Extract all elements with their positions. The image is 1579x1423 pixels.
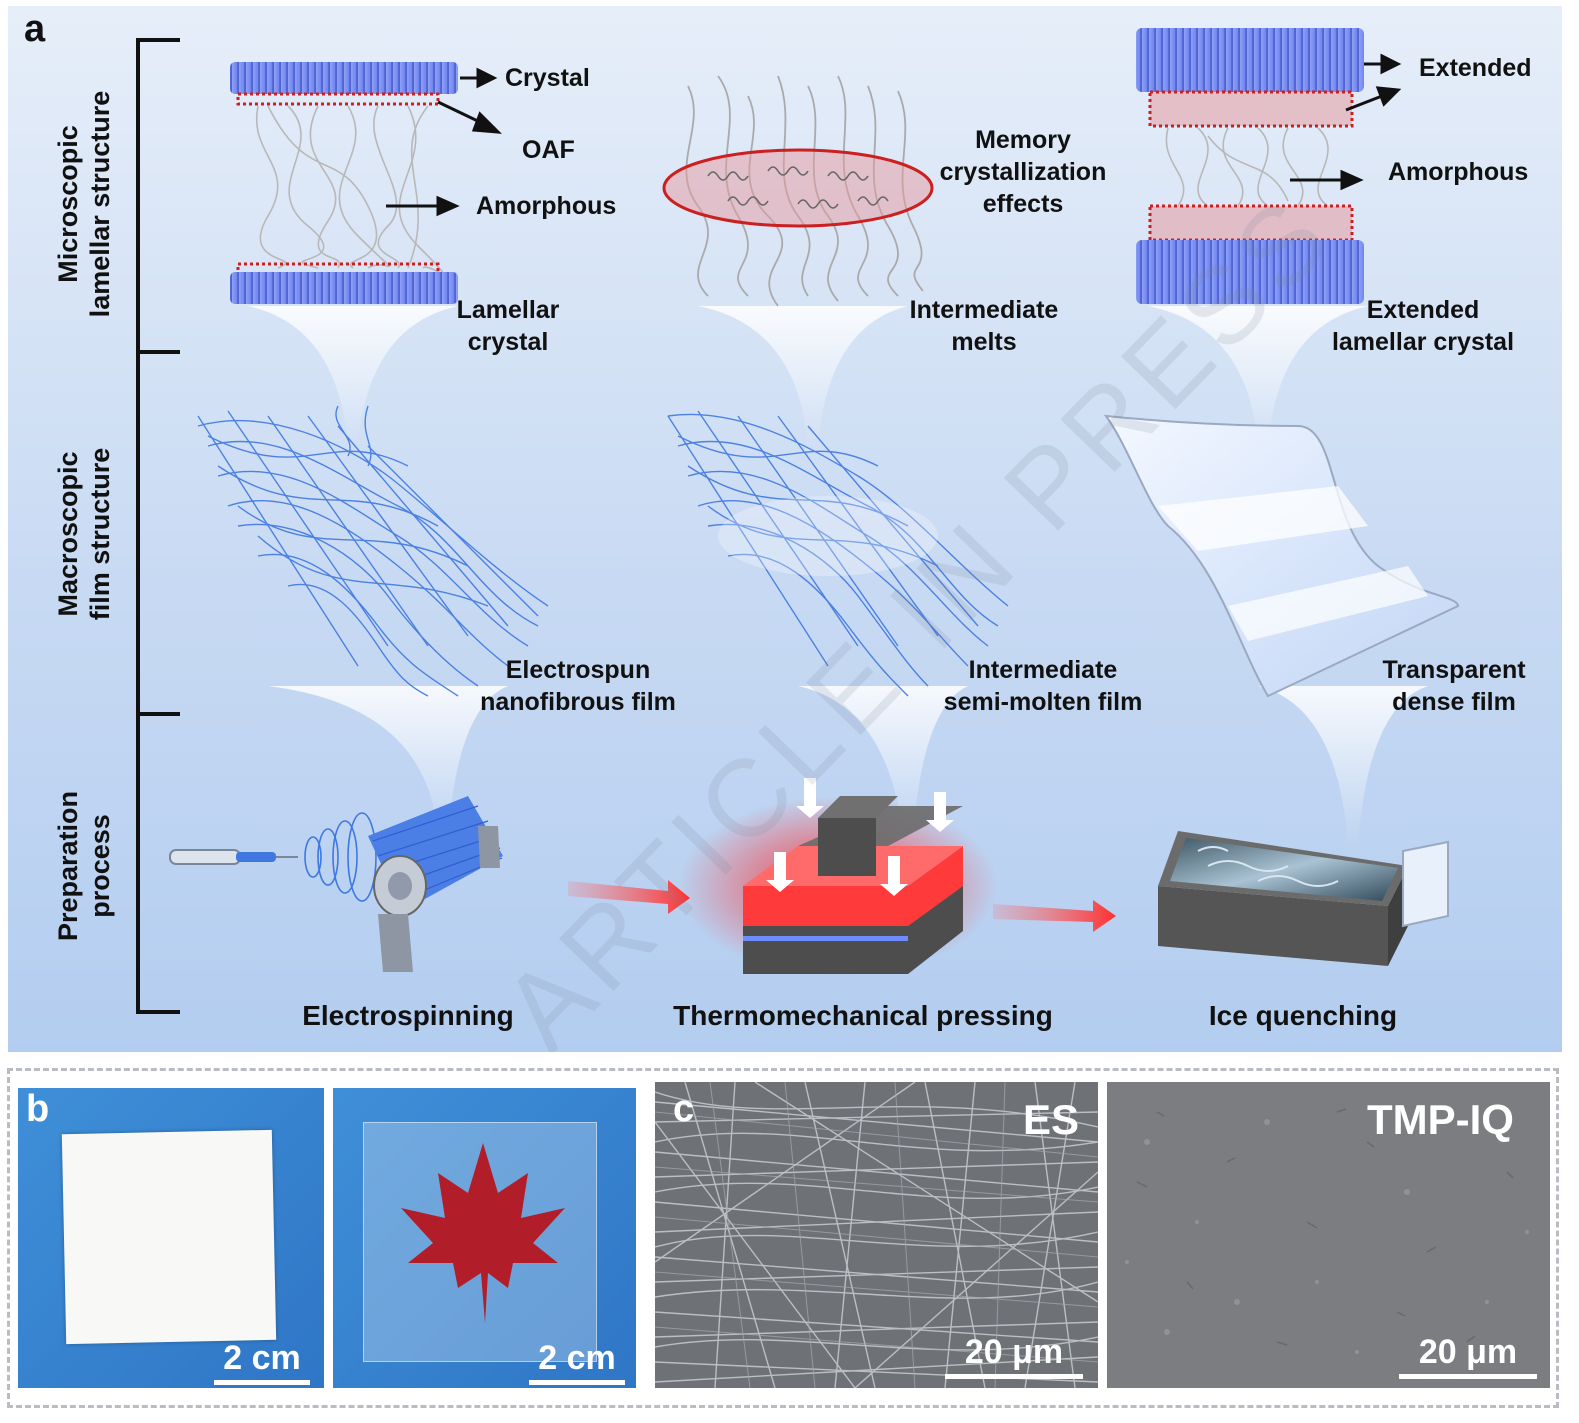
- semi-molten-sheen: [718, 496, 938, 576]
- process-thermomechanical-pressing: Thermomechanical pressing: [673, 1000, 1053, 1031]
- scale-bar-c-right: 20 μm: [1399, 1334, 1537, 1379]
- scale-bar-b-left: 2 cm: [214, 1340, 310, 1385]
- sem-es: c ES 20 μm: [655, 1082, 1098, 1388]
- label-amorphous-left: Amorphous: [476, 192, 617, 220]
- label-crystal: Crystal: [505, 64, 590, 92]
- panel-letter-b: b: [26, 1088, 50, 1130]
- micro-right-lamella: [1136, 28, 1402, 304]
- ice-quench-bath: [1158, 831, 1449, 966]
- scale-bar-c-left: 20 μm: [945, 1334, 1083, 1379]
- caption-semi-molten-film: Intermediate semi-molten film: [943, 656, 1143, 716]
- process-electrospinning: Electrospinning: [302, 1000, 514, 1031]
- row-label-micro: Microscopic lamellar structure: [53, 90, 115, 318]
- sem-tag-es: ES: [1023, 1096, 1080, 1143]
- process-ice-quenching: Ice quenching: [1208, 1000, 1398, 1031]
- label-amorphous-right: Amorphous: [1388, 158, 1529, 186]
- row-label-prep: Preparation process: [53, 790, 115, 942]
- caption-transparent-film: Transparent dense film: [1382, 656, 1526, 716]
- label-extended: Extended: [1419, 54, 1532, 82]
- sem-es-fibers: [655, 1082, 1098, 1388]
- photo-leaf-film: 2 cm: [333, 1088, 636, 1388]
- micro-mid-melts: [662, 75, 934, 307]
- macro-right-film: [1103, 414, 1460, 698]
- sem-tmp-iq-surface: [1107, 1082, 1550, 1388]
- funnels: [248, 306, 1428, 846]
- caption-lamellar-crystal: Lamellar crystal: [456, 296, 560, 356]
- caption-intermediate-melts: Intermediate melts: [909, 296, 1059, 356]
- electrospinning-apparatus: [169, 796, 503, 972]
- caption-electrospun-film: Electrospun nanofibrous film: [480, 656, 676, 716]
- caption-extended-lamellar-crystal: Extended lamellar crystal: [1331, 296, 1515, 356]
- white-film-square: [61, 1129, 277, 1345]
- photo-white-film: b 2 cm: [18, 1088, 324, 1388]
- panel-letter-c: c: [673, 1088, 695, 1130]
- sem-tag-tmp-iq: TMP-IQ: [1367, 1096, 1514, 1143]
- process-arrows: [568, 880, 1116, 932]
- maple-leaf-icon: [401, 1143, 565, 1323]
- label-oaf: OAF: [522, 136, 575, 164]
- label-memory-crystallization: Memory crystallization effects: [939, 126, 1107, 218]
- row-label-macro: Macroscopic film structure: [53, 447, 115, 621]
- macro-left-fibers: [197, 405, 549, 697]
- macro-mid-fibers: [667, 410, 1009, 697]
- panel-a-graphics: [8, 6, 1562, 1052]
- micro-left-lamella: [230, 62, 502, 304]
- panel-letter-a: a: [24, 8, 46, 50]
- row-bracket: [136, 38, 180, 1014]
- panel-bc-frame: [7, 1068, 1559, 1408]
- scale-bar-b-right: 2 cm: [529, 1340, 625, 1385]
- sem-tmp-iq: TMP-IQ 20 μm: [1107, 1082, 1550, 1388]
- hot-press: [678, 778, 998, 976]
- panel-a: ARTICLE IN PRESS a Microscopic lamellar …: [8, 6, 1562, 1052]
